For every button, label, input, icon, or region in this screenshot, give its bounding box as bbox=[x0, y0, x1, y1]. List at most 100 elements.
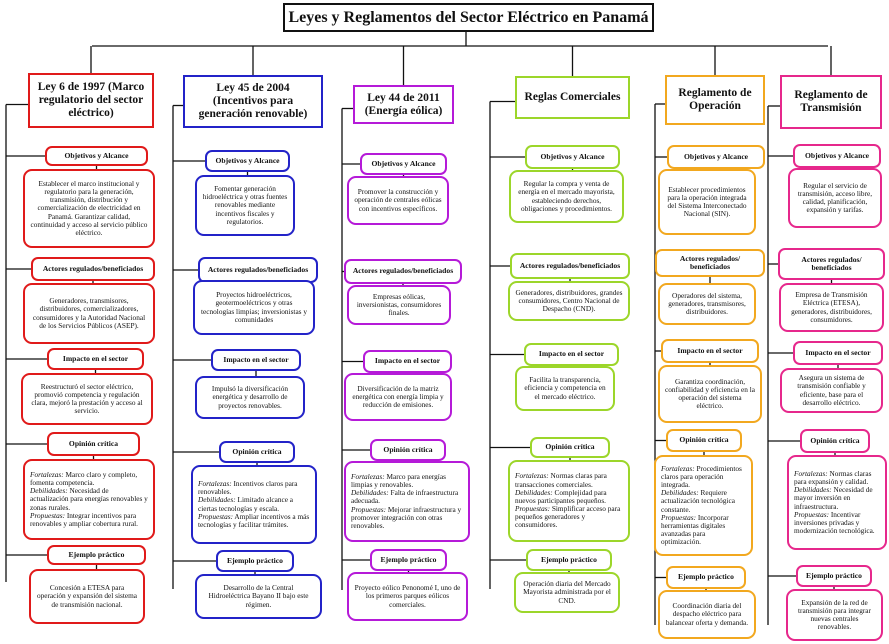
debilidades-tag: Debilidades: bbox=[661, 488, 699, 498]
opinion-header: Opinión crítica bbox=[666, 429, 742, 452]
ejemplo-label: Ejemplo práctico bbox=[68, 549, 125, 559]
opinion-label: Opinión crítica bbox=[545, 442, 595, 452]
objetivos-header: Objetivos y Alcance bbox=[793, 144, 881, 168]
impacto-body: Reestructuró el sector eléctrico, promov… bbox=[21, 373, 153, 425]
debilidades-line: Debilidades: Falta de infraestructura ad… bbox=[351, 489, 463, 505]
diagram-title: Leyes y Reglamentos del Sector Eléctrico… bbox=[283, 3, 654, 32]
impacto-body: Facilita la transparencia, eficiencia y … bbox=[515, 366, 615, 411]
impacto-header: Impacto en el sector bbox=[661, 339, 759, 363]
impacto-body: Diversificación de la matriz energética … bbox=[344, 373, 452, 421]
ejemplo-body: Expansión de la red de transmisión para … bbox=[786, 589, 883, 641]
impacto-text: Asegura un sistema de transmisión confia… bbox=[797, 373, 866, 407]
actores-header: Actores regulados/ beneficiados bbox=[655, 249, 765, 277]
impacto-text: Diversificación de la matriz energética … bbox=[352, 383, 444, 410]
ejemplo-text: Desarrollo de la Central Hidroeléctrica … bbox=[208, 583, 309, 609]
actores-header: Actores regulados/beneficiados bbox=[198, 257, 318, 283]
fortalezas-text: Marco claro y completo, fomenta competen… bbox=[30, 469, 138, 488]
debilidades-text: Necesidad de mayor inversión en infraest… bbox=[794, 485, 873, 511]
law-title-box: Ley 44 de 2011 (Energía eólica) bbox=[353, 85, 454, 124]
actores-header: Actores regulados/beneficiados bbox=[344, 259, 462, 284]
actores-text: Generadores, distribuidores, grandes con… bbox=[515, 287, 623, 314]
objetivos-text: Fomentar generación hidroeléctrica y otr… bbox=[202, 184, 288, 226]
actores-body: Proyectos hidroeléctricos, geotermoeléct… bbox=[193, 280, 315, 335]
fortalezas-line: Fortalezas: Procedimientos claros para o… bbox=[661, 463, 746, 490]
debilidades-text: Necesidad de actualización para energías… bbox=[30, 486, 148, 512]
impacto-label: Impacto en el sector bbox=[677, 345, 743, 355]
impacto-body: Asegura un sistema de transmisión confia… bbox=[780, 368, 883, 413]
impacto-header: Impacto en el sector bbox=[363, 350, 452, 373]
opinion-header: Opinión crítica bbox=[47, 432, 140, 456]
propuestas-text: Incorporar herramientas digitales avanza… bbox=[661, 512, 729, 547]
ejemplo-body: Coordinación diaria del despacho eléctri… bbox=[658, 590, 756, 639]
fortalezas-text: Normas claras para transacciones comerci… bbox=[515, 471, 607, 489]
ejemplo-header: Ejemplo práctico bbox=[370, 549, 447, 571]
objetivos-body: Promover la construcción y operación de … bbox=[347, 176, 449, 225]
actores-body: Empresas eólicas, inversionistas, consum… bbox=[347, 285, 451, 325]
propuestas-tag: Propuestas: bbox=[661, 512, 696, 522]
fortalezas-tag: Fortalezas: bbox=[661, 463, 695, 473]
ejemplo-text: Expansión de la red de transmisión para … bbox=[798, 597, 871, 632]
propuestas-text: Incentivar inversiones privadas y modern… bbox=[794, 509, 875, 536]
ejemplo-label: Ejemplo práctico bbox=[806, 570, 862, 580]
opinion-label: Opinión crítica bbox=[810, 435, 860, 445]
ejemplo-header: Ejemplo práctico bbox=[796, 565, 872, 587]
impacto-text: Reestructuró el sector eléctrico, promov… bbox=[31, 381, 143, 416]
objetivos-header: Objetivos y Alcance bbox=[525, 145, 620, 169]
propuestas-line: Propuestas: Ampliar incentivos a más tec… bbox=[198, 512, 310, 529]
debilidades-text: Limitado alcance a ciertas tecnologías y… bbox=[198, 495, 294, 513]
ejemplo-header: Ejemplo práctico bbox=[666, 566, 746, 589]
actores-label: Actores regulados/ beneficiados bbox=[801, 254, 862, 272]
law-title-box: Reglamento de Transmisión bbox=[780, 75, 882, 129]
propuestas-line: Propuestas: Integrar incentivos para ren… bbox=[30, 510, 148, 528]
opinion-body: Fortalezas: Incentivos claros para renov… bbox=[191, 465, 317, 544]
ejemplo-body: Operación diaria del Mercado Mayorista a… bbox=[514, 572, 620, 613]
impacto-text: Impulsó la diversificación energética y … bbox=[211, 384, 289, 410]
fortalezas-line: Fortalezas: Normas claras para expansión… bbox=[794, 469, 880, 486]
debilidades-line: Debilidades: Complejidad para nuevos par… bbox=[515, 487, 623, 505]
law-title-box: Reglamento de Operación bbox=[665, 75, 765, 125]
fortalezas-line: Fortalezas: Marco claro y completo, fome… bbox=[30, 469, 148, 488]
actores-header: Actores regulados/beneficiados bbox=[31, 257, 155, 281]
law-title: Ley 45 de 2004 (Incentivos para generaci… bbox=[198, 82, 308, 120]
ejemplo-text: Coordinación diaria del despacho eléctri… bbox=[665, 601, 749, 627]
actores-header: Actores regulados/ beneficiados bbox=[778, 248, 885, 280]
law-title: Reglas Comerciales bbox=[524, 91, 621, 104]
ejemplo-body: Proyecto eólico Penonomé I, uno de los p… bbox=[347, 572, 468, 621]
fortalezas-tag: Fortalezas: bbox=[30, 469, 64, 479]
ejemplo-body: Concesión a ETESA para operación y expan… bbox=[29, 569, 145, 624]
opinion-label: Opinión crítica bbox=[68, 438, 119, 448]
opinion-body: Fortalezas: Procedimientos claros para o… bbox=[654, 455, 753, 556]
impacto-label: Impacto en el sector bbox=[805, 347, 871, 357]
impacto-label: Impacto en el sector bbox=[223, 354, 289, 364]
actores-body: Empresa de Transmisión Eléctrica (ETESA)… bbox=[779, 283, 884, 332]
ejemplo-label: Ejemplo práctico bbox=[227, 555, 283, 565]
actores-body: Generadores, distribuidores, grandes con… bbox=[508, 281, 630, 321]
fortalezas-tag: Fortalezas: bbox=[515, 471, 549, 481]
impacto-header: Impacto en el sector bbox=[47, 348, 144, 370]
propuestas-tag: Propuestas: bbox=[351, 504, 386, 514]
impacto-header: Impacto en el sector bbox=[524, 343, 619, 366]
opinion-body: Fortalezas: Marco claro y completo, fome… bbox=[23, 459, 155, 540]
propuestas-text: Simplificar acceso para pequeños generad… bbox=[515, 504, 621, 530]
law-title: Ley 6 de 1997 (Marco regulatorio del sec… bbox=[37, 81, 145, 119]
propuestas-tag: Propuestas: bbox=[30, 510, 65, 520]
debilidades-tag: Debilidades: bbox=[515, 487, 553, 497]
impacto-body: Garantiza coordinación, confiabilidad y … bbox=[658, 365, 762, 423]
objetivos-label: Objetivos y Alcance bbox=[371, 158, 436, 168]
impacto-label: Impacto en el sector bbox=[374, 356, 441, 366]
debilidades-line: Debilidades: Requiere actualización tecn… bbox=[661, 489, 746, 514]
propuestas-line: Propuestas: Mejorar infraestructura y pr… bbox=[351, 504, 463, 531]
propuestas-tag: Propuestas: bbox=[515, 504, 550, 514]
actores-body: Generadores, transmisores, distribuidore… bbox=[23, 283, 155, 344]
actores-label: Actores regulados/ beneficiados bbox=[679, 253, 741, 271]
fortalezas-text: Procedimientos claros para operación int… bbox=[661, 463, 742, 489]
actores-text: Empresa de Transmisión Eléctrica (ETESA)… bbox=[791, 290, 872, 324]
propuestas-text: Mejorar infraestructura y promover integ… bbox=[351, 504, 462, 530]
law-title: Ley 44 de 2011 (Energía eólica) bbox=[364, 91, 443, 117]
debilidades-tag: Debilidades: bbox=[198, 495, 236, 505]
debilidades-line: Debilidades: Limitado alcance a ciertas … bbox=[198, 496, 310, 512]
ejemplo-label: Ejemplo práctico bbox=[541, 554, 597, 564]
propuestas-line: Propuestas: Incorporar herramientas digi… bbox=[661, 512, 746, 547]
